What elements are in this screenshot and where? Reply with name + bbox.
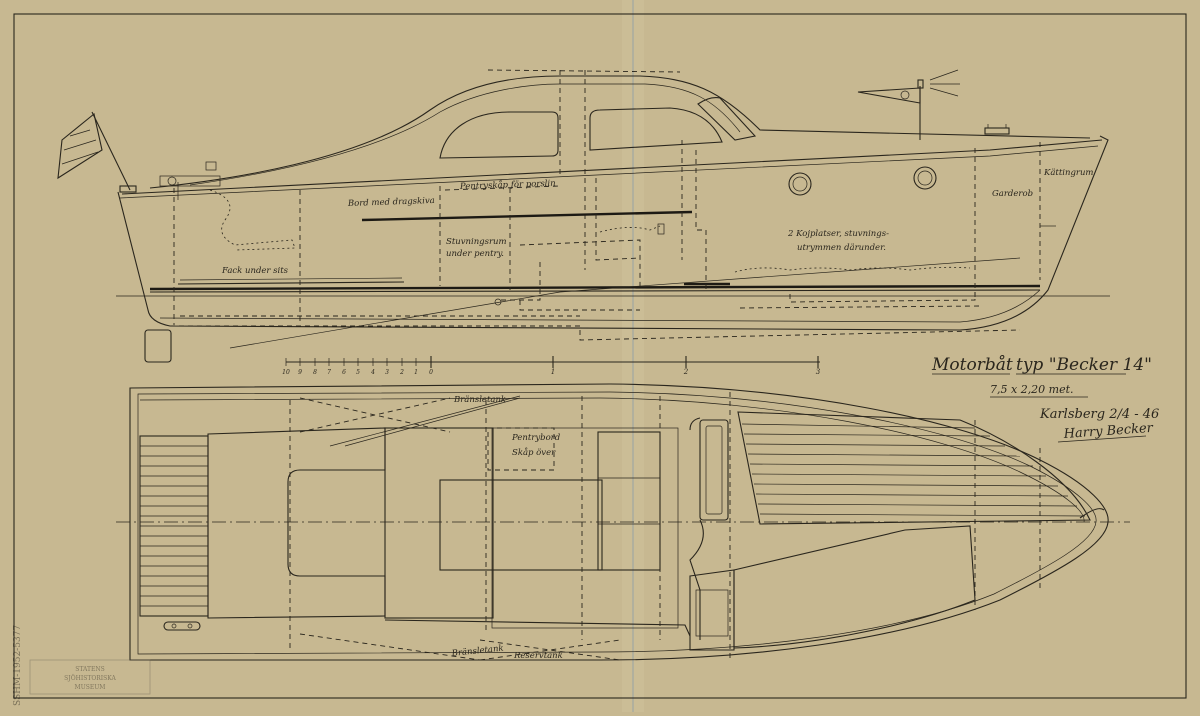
label-pentry-porslin: Pentryskåp för porslin	[459, 177, 556, 192]
label-reservtank: Reservtank	[513, 651, 563, 661]
scale-tick-9: 9	[298, 369, 302, 376]
side-elevation: Pentryskåp för porslin Bord med dragskiv…	[57, 69, 1110, 363]
label-garderob: Garderob	[992, 189, 1033, 199]
flagstaff	[91, 111, 131, 191]
stamp-line3: MUSEUM	[75, 684, 106, 691]
porthole-1	[788, 172, 812, 196]
cabin-window-mid	[589, 107, 723, 151]
label-stuvningsrum: Stuvningsrum	[446, 237, 507, 247]
scale-tick-m1: 1	[551, 368, 555, 376]
label-kattingrum: Kättingrum	[1043, 168, 1093, 178]
pentry-block	[597, 431, 661, 571]
foredeck	[737, 411, 1091, 525]
forward-berth	[733, 525, 976, 649]
title-block: Motorbåt typ "Becker 14" 7,5 x 2,20 met.…	[931, 355, 1159, 443]
scale-tick-3: 3	[385, 369, 389, 376]
title-place-date: Karlsberg 2/4 - 46	[1039, 407, 1159, 422]
label-skap-over: Skåp över	[512, 446, 556, 458]
scale-tick-10: 10	[282, 369, 290, 376]
scale-bar: 10 9 8 7 6 5 4 3 2 1 0 1 2 3	[282, 356, 821, 376]
cabin-window-aft	[439, 111, 559, 159]
rudder	[144, 329, 172, 363]
stern-flag	[57, 113, 103, 180]
scale-tick-m3: 3	[816, 368, 821, 376]
label-bransletank-top: Bränsletank	[453, 395, 506, 405]
drawing-border	[13, 13, 1187, 699]
porthole-2	[913, 166, 937, 190]
windshield	[697, 97, 757, 141]
stamp-line1: STATENS	[75, 666, 105, 673]
scale-tick-6: 6	[342, 369, 346, 376]
title-name: Motorbåt	[931, 355, 1013, 375]
scale-tick-2: 2	[399, 369, 404, 376]
label-fack-under-sits: Fack under sits	[221, 266, 289, 276]
windshield-plan	[699, 419, 729, 521]
scale-tick-4: 4	[370, 369, 375, 376]
title-type: typ "Becker 14"	[1016, 355, 1152, 375]
label-kojplatser-1: 2 Kojplatser, stuvnings-	[787, 229, 889, 239]
label-bransletank-bottom: Bränsletank	[450, 644, 504, 659]
hull-outline-plan	[129, 383, 1109, 661]
title-dimensions: 7,5 x 2,20 met.	[990, 383, 1074, 396]
scale-tick-1: 1	[414, 369, 418, 376]
scale-tick-5: 5	[356, 369, 360, 376]
scale-tick-0: 0	[429, 369, 433, 376]
plan-view: Bränsletank Pentrybord Skåp över Bränsle…	[116, 383, 1130, 661]
stamp-line2: SJÖHISTORISKA	[64, 675, 116, 682]
scale-tick-m2: 2	[683, 368, 689, 376]
label-pentrybord: Pentrybord	[511, 433, 561, 443]
stern-cleat	[163, 621, 201, 631]
margin-id: SSHM-1952-5377	[13, 625, 23, 706]
table-top	[361, 210, 693, 222]
label-under-pentry: under pentry.	[446, 249, 504, 259]
museum-stamp: STATENS SJÖHISTORISKA MUSEUM	[29, 659, 151, 695]
scale-tick-7: 7	[327, 369, 331, 376]
scale-tick-8: 8	[313, 369, 317, 376]
pennant	[857, 87, 921, 104]
engine-box	[439, 479, 603, 571]
label-bord-dragskiva: Bord med dragskiva	[347, 196, 435, 209]
label-kojplatser-2: utrymmen därunder.	[797, 243, 886, 253]
cockpit-seat	[207, 427, 386, 619]
